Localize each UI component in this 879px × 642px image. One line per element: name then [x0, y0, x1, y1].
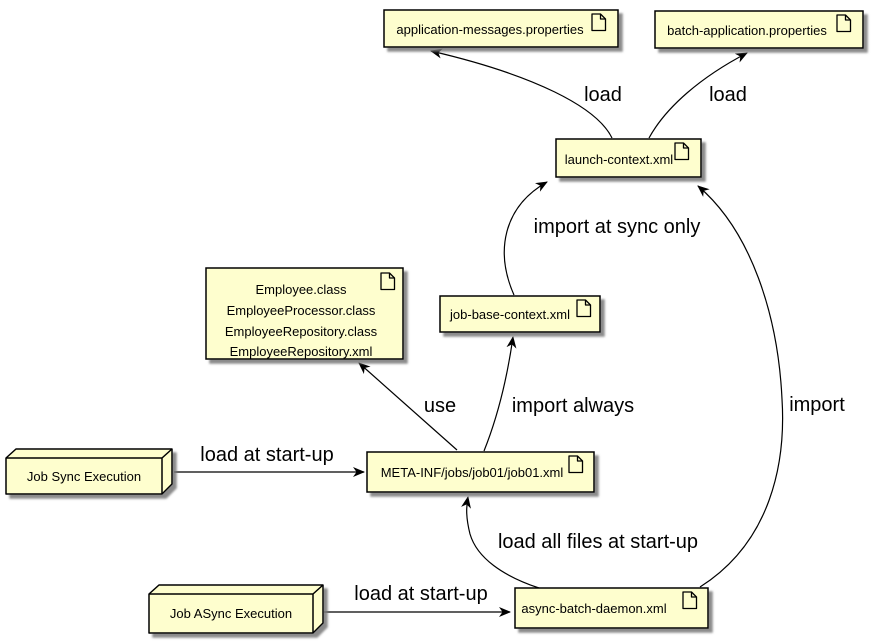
file-icon	[576, 299, 592, 318]
edge-label-load-right: load	[709, 84, 747, 106]
artifact-label-line: EmployeeRepository.class	[225, 324, 378, 339]
artifact-label: application-messages.properties	[396, 22, 584, 37]
artifact-label: launch-context.xml	[565, 152, 673, 167]
edge-import-at-sync-only	[503, 181, 548, 296]
node-label: Job Sync Execution	[27, 469, 141, 484]
file-icon	[568, 455, 584, 474]
artifact-box	[439, 295, 601, 333]
edge-load-left	[430, 48, 613, 139]
node-outline	[148, 584, 324, 634]
node-job-async-execution: Job ASync Execution	[148, 584, 324, 634]
edge-import-always	[483, 336, 517, 452]
artifact-label-line: Employee.class	[255, 282, 347, 297]
edge-label-sync-load-at-startup: load at start-up	[200, 444, 333, 466]
edge-label-import-always: import always	[512, 395, 634, 417]
edge-load-all-files	[461, 496, 540, 589]
node-job-sync-execution: Job Sync Execution	[5, 448, 173, 495]
edge-load-right	[648, 52, 748, 139]
file-icon	[380, 272, 396, 291]
artifact-label: batch-application.properties	[667, 23, 827, 38]
edge-label-import: import	[789, 394, 845, 416]
artifact-launch-context: launch-context.xml	[555, 138, 702, 178]
artifact-box	[514, 587, 709, 629]
node-3d-lines	[149, 584, 324, 633]
artifact-meta-inf-job01: META-INF/jobs/job01/job01.xml	[366, 451, 595, 493]
artifact-box	[205, 267, 404, 360]
artifact-label: job-base-context.xml	[449, 307, 570, 322]
artifact-employee-classes: Employee.class EmployeeProcessor.class E…	[205, 267, 404, 360]
edge-label-async-load-at-startup: load at start-up	[354, 583, 487, 605]
artifact-label: META-INF/jobs/job01/job01.xml	[381, 465, 564, 480]
artifact-box	[383, 9, 619, 48]
artifact-job-base-context: job-base-context.xml	[439, 295, 601, 333]
file-icon	[674, 142, 690, 161]
file-icon	[682, 591, 698, 610]
artifact-label: async-batch-daemon.xml	[521, 601, 666, 616]
edge-use	[358, 362, 458, 451]
artifact-label-line: EmployeeRepository.xml	[230, 344, 373, 359]
edge-layer: load load import at sync only import use…	[174, 48, 845, 617]
artifact-label-line: EmployeeProcessor.class	[227, 303, 376, 318]
edge-import	[697, 185, 784, 588]
artifact-box	[366, 451, 595, 493]
file-icon	[591, 13, 607, 32]
artifact-async-batch-daemon: async-batch-daemon.xml	[514, 587, 709, 629]
edge-label-import-at-sync-only: import at sync only	[534, 216, 701, 238]
artifact-batch-application: batch-application.properties	[654, 10, 864, 49]
node-3d-lines	[6, 448, 173, 494]
artifact-application-messages: application-messages.properties	[383, 9, 619, 48]
edge-label-use: use	[424, 395, 456, 417]
node-outline	[5, 448, 173, 495]
artifact-box	[654, 10, 864, 49]
node-label: Job ASync Execution	[170, 606, 292, 621]
edge-label-load-left: load	[584, 84, 622, 106]
edge-label-load-all-files: load all files at start-up	[498, 531, 698, 553]
file-icon	[836, 14, 852, 33]
